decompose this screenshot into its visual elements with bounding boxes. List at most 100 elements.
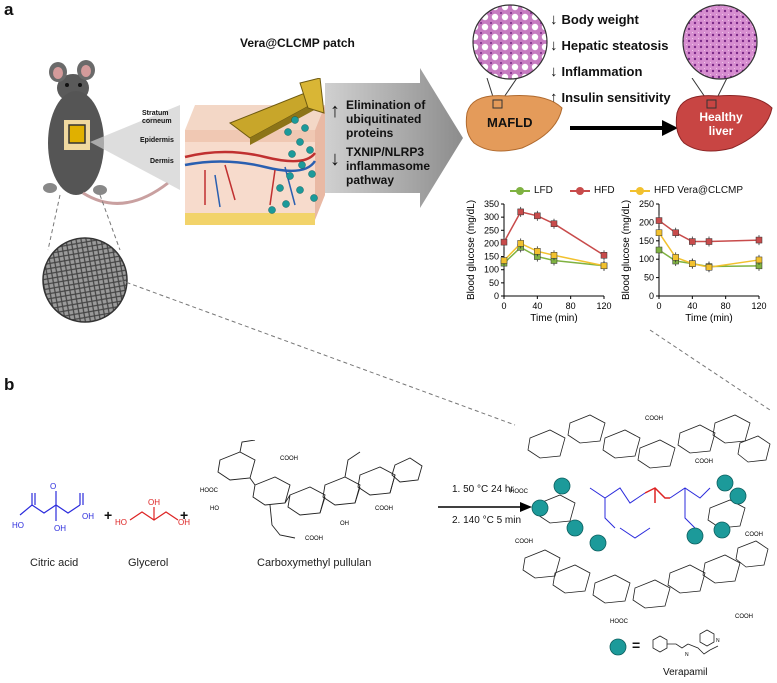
plus-sign-2: + [180, 507, 189, 523]
mafld-label: MAFLD [487, 115, 533, 130]
svg-text:O: O [50, 482, 56, 491]
data-point [655, 246, 663, 254]
citric-acid-label: Citric acid [30, 557, 79, 569]
x-tick-label: 40 [687, 301, 697, 311]
data-point [705, 238, 713, 245]
y-tick-label: 150 [639, 236, 654, 246]
down-arrow-icon [550, 63, 558, 80]
panel-letter-b: b [4, 375, 15, 394]
up-arrow-icon: ↑ [330, 100, 340, 122]
svg-text:COOH: COOH [305, 536, 323, 542]
data-point [755, 256, 763, 264]
x-tick-label: 0 [656, 301, 661, 311]
y-tick-label: 200 [639, 217, 654, 227]
equals-sign: = [632, 637, 641, 653]
y-tick-label: 300 [484, 212, 499, 222]
legend-label-hfd-vera: HFD Vera@CLCMP [654, 185, 744, 196]
microneedle-sem-image [42, 237, 128, 323]
data-point [755, 236, 763, 244]
legend-lfd [510, 187, 530, 195]
data-point [689, 260, 696, 267]
y-tick-label: 100 [639, 254, 654, 264]
data-point [672, 254, 679, 261]
data-point [550, 252, 558, 259]
transition-arrow [570, 120, 678, 136]
stratum-corneum-label: Stratum corneum [142, 110, 172, 125]
data-point [600, 252, 608, 259]
svg-text:HO: HO [210, 506, 219, 512]
x-tick-label: 40 [532, 301, 542, 311]
x-tick-label: 120 [596, 301, 611, 311]
y-axis-label: Blood glucose (mg/dL) [466, 200, 477, 300]
big-process-arrow [325, 68, 463, 208]
svg-text:COOH: COOH [695, 459, 713, 465]
outcome-body-weight: Body weight [550, 6, 671, 32]
svg-text:COOH: COOH [645, 416, 663, 422]
data-point [672, 229, 679, 236]
x-axis-label: Time (min) [685, 313, 732, 324]
y-tick-label: 250 [639, 199, 654, 209]
patch-label: Vera@CLCMP patch [240, 36, 355, 50]
healthy-liver-label: Healthy liver [699, 110, 743, 138]
glycerol-structure: HO OH OH [115, 498, 190, 527]
down-arrow-icon: ↓ [330, 148, 340, 170]
mechanism-up-text: Elimination of ubiquitinated proteins [346, 98, 426, 140]
verapamil-structure: N N [652, 629, 720, 658]
svg-text:HOOC: HOOC [200, 488, 219, 494]
data-point [534, 248, 541, 255]
verapamil-label: Verapamil [663, 667, 708, 678]
svg-text:HOOC: HOOC [510, 489, 529, 495]
svg-text:COOH: COOH [280, 456, 298, 462]
svg-text:COOH: COOH [515, 539, 533, 545]
data-point [655, 229, 663, 236]
drug-particles [268, 116, 318, 214]
citric-acid-structure: HO OH O OH [12, 482, 94, 533]
svg-text:HOOC: HOOC [610, 619, 629, 625]
legend-label-hfd: HFD [594, 185, 615, 196]
outcomes-list: Body weight Hepatic steatosis Inflammati… [550, 6, 671, 110]
y-tick-label: 50 [644, 273, 654, 283]
outcome-insulin-sensitivity: Insulin sensitivity [550, 84, 671, 110]
svg-text:HO: HO [12, 521, 24, 530]
legend-hfd-vera [630, 187, 650, 195]
x-tick-label: 0 [501, 301, 506, 311]
legend-label-lfd: LFD [534, 185, 553, 196]
data-point [550, 220, 558, 227]
outcome-hepatic-steatosis: Hepatic steatosis [550, 32, 671, 58]
svg-text:OH: OH [178, 518, 190, 527]
reaction-step-2: 2. 140 °C 5 min [452, 515, 522, 526]
down-arrow-icon [550, 11, 558, 28]
y-tick-label: 200 [484, 238, 499, 248]
reaction-step-1: 1. 50 °C 24 hr [452, 484, 514, 495]
data-point [500, 257, 508, 264]
y-tick-label: 350 [484, 199, 499, 209]
x-tick-label: 80 [566, 301, 576, 311]
y-tick-label: 0 [649, 291, 654, 301]
dermis-label: Dermis [150, 158, 174, 165]
pullulan-structure: HOOC COOH COOH COOH HO OH [200, 440, 423, 542]
outcome-inflammation: Inflammation [550, 58, 671, 84]
x-axis-label: Time (min) [530, 313, 577, 324]
y-tick-label: 100 [484, 265, 499, 275]
svg-text:N: N [716, 638, 720, 644]
svg-text:N: N [685, 652, 689, 658]
chart-legend [510, 187, 650, 195]
data-point [600, 262, 608, 270]
y-tick-label: 50 [489, 278, 499, 288]
svg-text:COOH: COOH [745, 532, 763, 538]
reaction-arrow [438, 502, 532, 512]
data-point [517, 208, 524, 216]
y-axis-label: Blood glucose (mg/dL) [621, 200, 632, 300]
histology-mafld [472, 4, 548, 80]
x-tick-label: 120 [751, 301, 766, 311]
data-point [517, 240, 524, 247]
epidermis-label: Epidermis [140, 137, 174, 144]
liver-mafld [465, 78, 563, 152]
histology-healthy [682, 4, 758, 80]
x-tick-label: 80 [721, 301, 731, 311]
data-point [534, 212, 541, 220]
verapamil-particle-icon [609, 638, 627, 656]
